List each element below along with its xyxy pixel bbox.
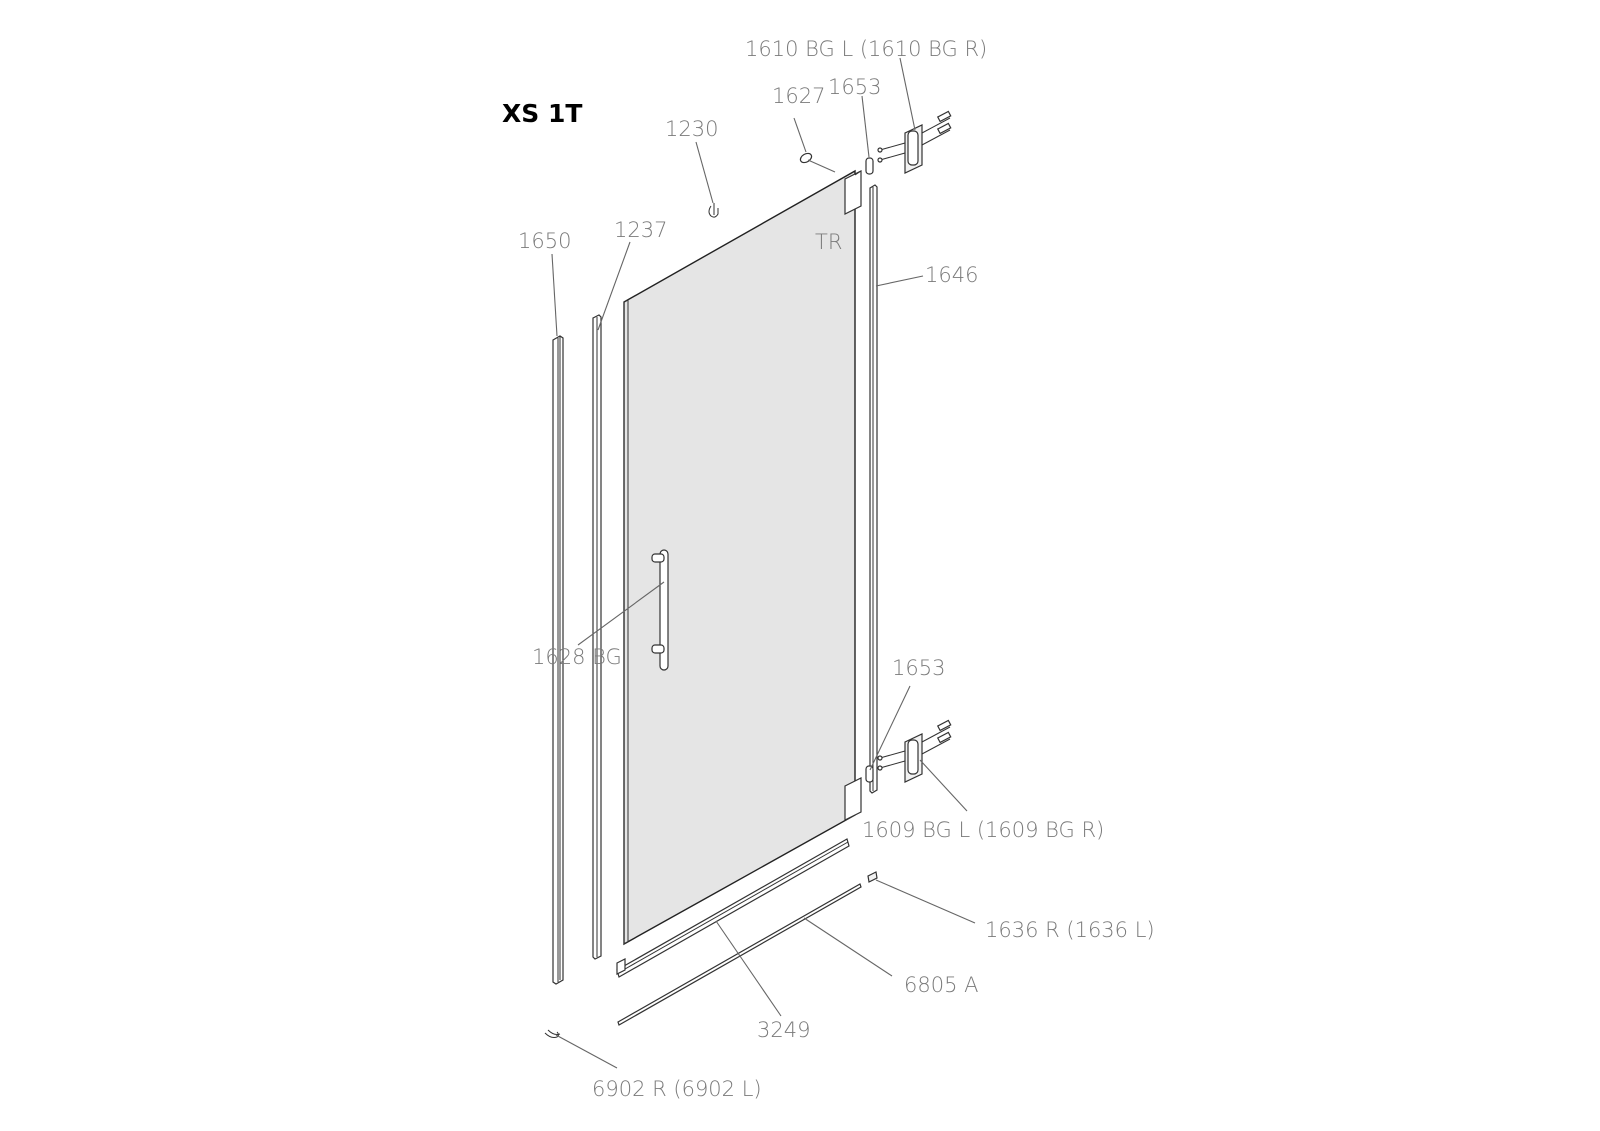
vertical-seal-right [869, 184, 878, 794]
round-disc [799, 152, 813, 164]
label-1627: 1627 [772, 84, 825, 108]
wall-profile [552, 335, 564, 985]
label-1230: 1230 [665, 117, 718, 141]
vertical-seal-left [592, 314, 602, 960]
label-1610: 1610 BG L (1610 BG R) [745, 37, 987, 61]
label-1636: 1636 R (1636 L) [985, 918, 1155, 942]
diagram-title: XS 1T [502, 99, 582, 128]
glass-clip-bottom [844, 777, 862, 821]
label-3249: 3249 [757, 1018, 810, 1042]
bottom-threshold-profile [616, 838, 850, 978]
leader-lines [551, 57, 976, 1069]
upper-hinge [877, 110, 952, 174]
door-handle [651, 549, 669, 671]
end-cap-bottom [865, 765, 874, 783]
end-plug [867, 871, 878, 883]
glass-clip-top [844, 170, 862, 215]
label-1646: 1646 [925, 263, 978, 287]
bottom-clip [544, 1029, 561, 1038]
glass-mark: TR [815, 230, 842, 254]
label-1653-top: 1653 [828, 75, 881, 99]
label-6805: 6805 A [904, 973, 978, 997]
end-cap-top [865, 157, 874, 175]
lower-hinge [877, 719, 952, 783]
hook [708, 203, 719, 218]
label-1628: 1628 BG [532, 645, 622, 669]
label-1237: 1237 [614, 218, 667, 242]
label-1609: 1609 BG L (1609 BG R) [862, 818, 1104, 842]
label-1650: 1650 [518, 229, 571, 253]
label-6902: 6902 R (6902 L) [592, 1077, 762, 1101]
label-1653-bottom: 1653 [892, 656, 945, 680]
